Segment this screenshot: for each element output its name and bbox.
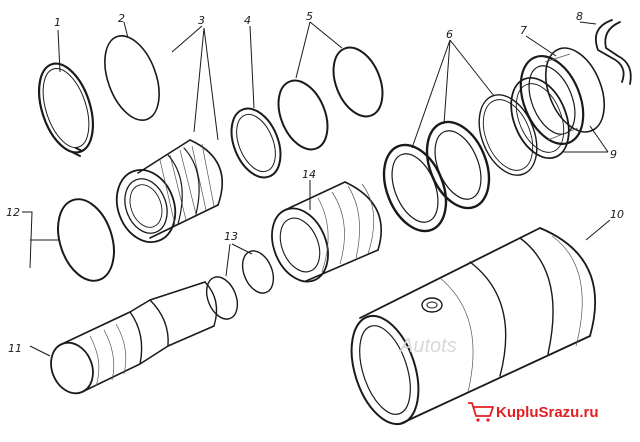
cart-icon <box>468 402 494 422</box>
part-3-bushing <box>115 139 223 243</box>
part-13-small-rings <box>205 250 275 320</box>
callout-1: 1 <box>54 16 61 29</box>
callout-4: 4 <box>244 14 251 27</box>
callout-13: 13 <box>224 230 238 243</box>
part-7-nut <box>519 47 606 146</box>
part-5-o-rings <box>277 46 384 151</box>
part-4-ring <box>230 107 282 179</box>
callout-2: 2 <box>118 12 125 25</box>
callout-3: 3 <box>198 14 205 27</box>
leader-lines <box>22 21 611 357</box>
callout-6: 6 <box>446 28 453 41</box>
callout-labels: 1 2 3 4 5 6 7 8 9 10 11 12 13 14 <box>6 10 624 355</box>
callout-8: 8 <box>576 10 583 23</box>
part-9-spring-ring <box>510 76 570 160</box>
callout-11: 11 <box>8 342 22 355</box>
callout-9: 9 <box>610 148 617 161</box>
callout-10: 10 <box>610 208 624 221</box>
callout-5: 5 <box>306 10 313 23</box>
watermark-text: KupluSrazu.ru <box>496 404 599 421</box>
callout-14: 14 <box>302 168 316 181</box>
part-11-rod <box>50 281 218 395</box>
faint-watermark: Autots <box>399 335 457 357</box>
part-2-retaining-ring <box>104 35 160 121</box>
watermark: KupluSrazu.ru <box>468 402 599 422</box>
part-10-cylinder-housing <box>350 227 597 426</box>
part-12-large-o-ring <box>57 198 115 282</box>
part-8-lock-key <box>594 19 632 85</box>
callout-7: 7 <box>520 24 527 37</box>
callout-12: 12 <box>6 206 20 219</box>
part-6-seal-washers <box>382 94 538 233</box>
part-1-snap-ring <box>38 62 94 157</box>
part-14-piston-sleeve <box>271 181 382 283</box>
